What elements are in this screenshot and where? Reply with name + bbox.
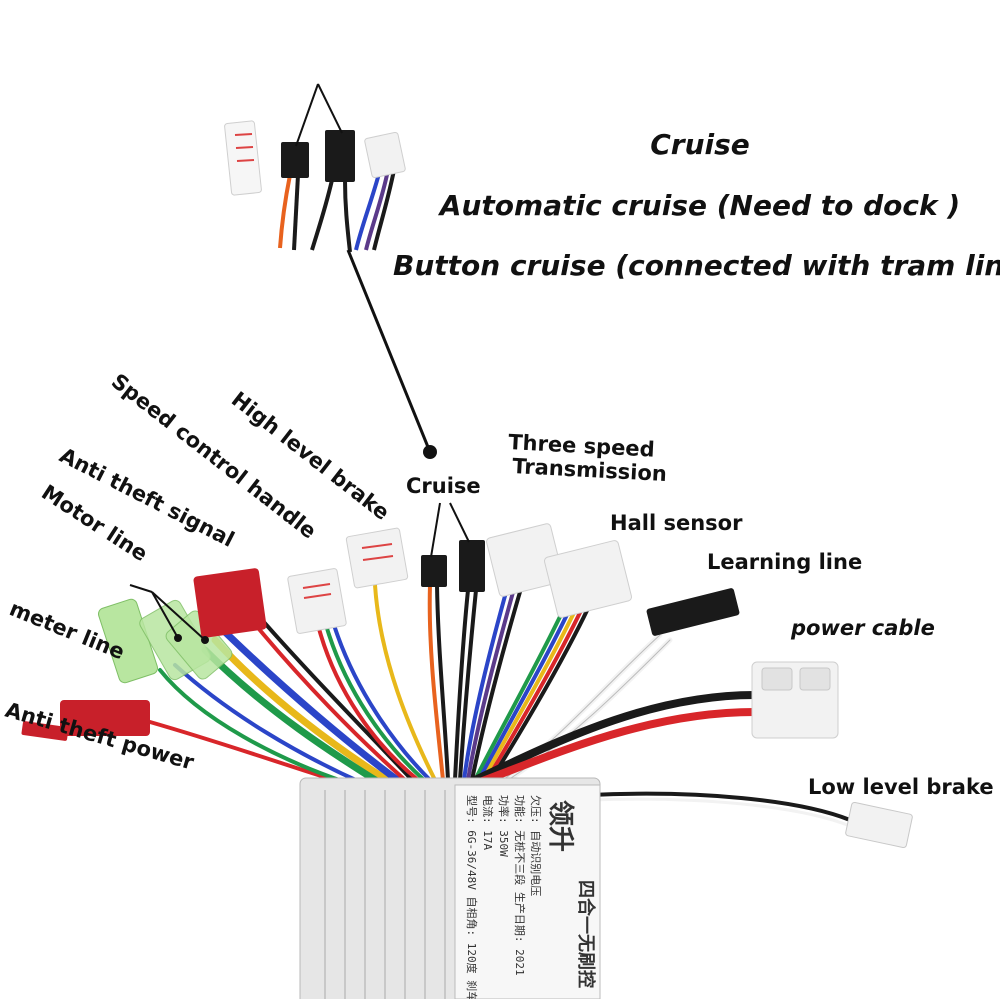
sticker-subtitle: 四合一无刷控 — [575, 880, 597, 988]
cruise-connector-2 — [459, 540, 485, 592]
sticker-line3: 功率: 350W — [497, 795, 511, 857]
low-level-brake-connector — [845, 801, 913, 849]
high-level-brake-connector — [345, 527, 409, 589]
power-cable-connector — [751, 661, 839, 739]
sticker-line5: 欠压: 自动识别电压 — [529, 795, 543, 896]
hall-sensor-connector — [543, 540, 633, 618]
cruise-inset-tag — [224, 120, 262, 196]
label-low-level-brake: Low level brake — [808, 775, 994, 799]
controller-sticker: 型号: 6G-36/48V 自相角: 120度 刹车: 电流: 17A 功率: … — [465, 795, 597, 999]
cruise-connector-1 — [421, 555, 447, 587]
controller-housing: 型号: 6G-36/48V 自相角: 120度 刹车: 电流: 17A 功率: … — [299, 777, 601, 999]
cruise-inset-connector-2 — [325, 130, 355, 182]
connectors — [21, 523, 913, 849]
label-power-cable: power cable — [790, 616, 935, 640]
label-high-level-brake: High level brake — [227, 387, 394, 525]
leader-dot — [423, 445, 437, 459]
cruise-inset-connector-3 — [364, 131, 406, 179]
label-cruise: Cruise — [406, 474, 481, 498]
three-speed-connector — [486, 523, 564, 597]
wire-harness — [148, 583, 852, 828]
sticker-brand: 领升 — [545, 800, 576, 852]
anti-theft-power-connector — [21, 700, 150, 741]
header-title: Cruise — [650, 128, 750, 161]
speed-control-connector — [287, 568, 347, 634]
sticker-line1: 型号: 6G-36/48V 自相角: 120度 刹车: — [465, 795, 479, 999]
learning-line-connector — [646, 588, 740, 636]
header-auto-cruise: Automatic cruise (Need to dock ) — [438, 189, 960, 222]
label-pointers — [129, 502, 470, 644]
cruise-inset-connector-1 — [281, 142, 309, 178]
sticker-line4: 功能: 无桩不三段 生产日期: 2021 — [513, 795, 527, 976]
sticker-line2: 电流: 17A — [481, 795, 495, 850]
header-button-cruise: Button cruise (connected with tram line) — [393, 249, 1000, 282]
label-hall-sensor: Hall sensor — [610, 511, 743, 535]
cruise-detail-inset — [224, 83, 437, 459]
label-learning-line: Learning line — [707, 550, 862, 574]
anti-theft-signal-connector — [193, 568, 267, 638]
